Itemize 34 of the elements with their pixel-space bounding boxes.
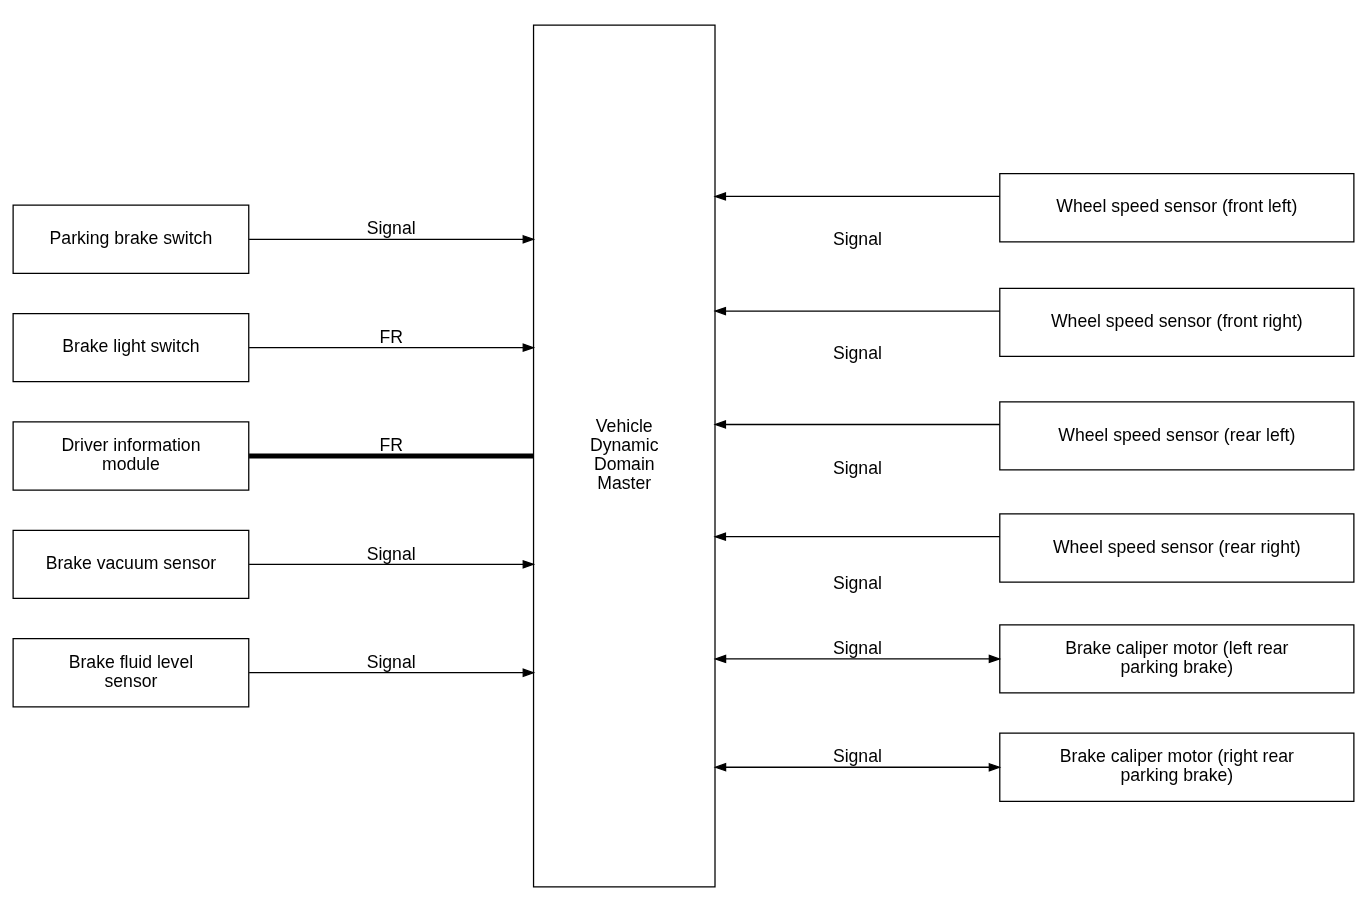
edge-label: Signal — [832, 228, 882, 249]
arrow — [248, 234, 536, 244]
node-box: Vehicle Dynamic Domain Master — [532, 23, 716, 888]
connector — [249, 453, 534, 458]
edge-label: Signal — [832, 457, 882, 478]
node-box: Wheel speed sensor (front right) — [999, 287, 1355, 357]
arrow — [713, 191, 1001, 201]
arrow — [248, 559, 536, 569]
node-box: Brake caliper motor (right rear parking brake) — [999, 732, 1355, 802]
arrow — [713, 419, 1001, 429]
arrow — [713, 531, 1001, 541]
node-box: Brake fluid level sensor — [12, 637, 250, 707]
arrow — [713, 762, 1002, 772]
node-box: Wheel speed sensor (rear left) — [999, 400, 1355, 470]
node-box: Driver information module — [12, 420, 250, 491]
arrow — [248, 667, 536, 677]
node-box: Wheel speed sensor (rear right) — [999, 512, 1355, 583]
edge-label: FR — [379, 326, 403, 347]
node-box: Brake vacuum sensor — [12, 529, 250, 599]
node-box: Wheel speed sensor (front left) — [999, 172, 1355, 242]
edge-label: Signal — [366, 217, 416, 238]
arrow — [248, 342, 536, 352]
arrow — [713, 653, 1002, 663]
edge-label: Signal — [832, 572, 882, 593]
edge-label: Signal — [832, 745, 882, 766]
edge-label: FR — [379, 434, 403, 455]
node-box: Brake light switch — [12, 312, 250, 382]
edge-label: Signal — [366, 543, 416, 564]
arrow — [713, 306, 1001, 315]
edge-label: Signal — [832, 342, 882, 363]
edge-label: Signal — [366, 651, 416, 672]
edge-label: Signal — [832, 637, 882, 658]
node-box: Brake caliper motor (left rear parking brake) — [999, 623, 1355, 694]
node-box: Parking brake switch — [12, 204, 250, 274]
